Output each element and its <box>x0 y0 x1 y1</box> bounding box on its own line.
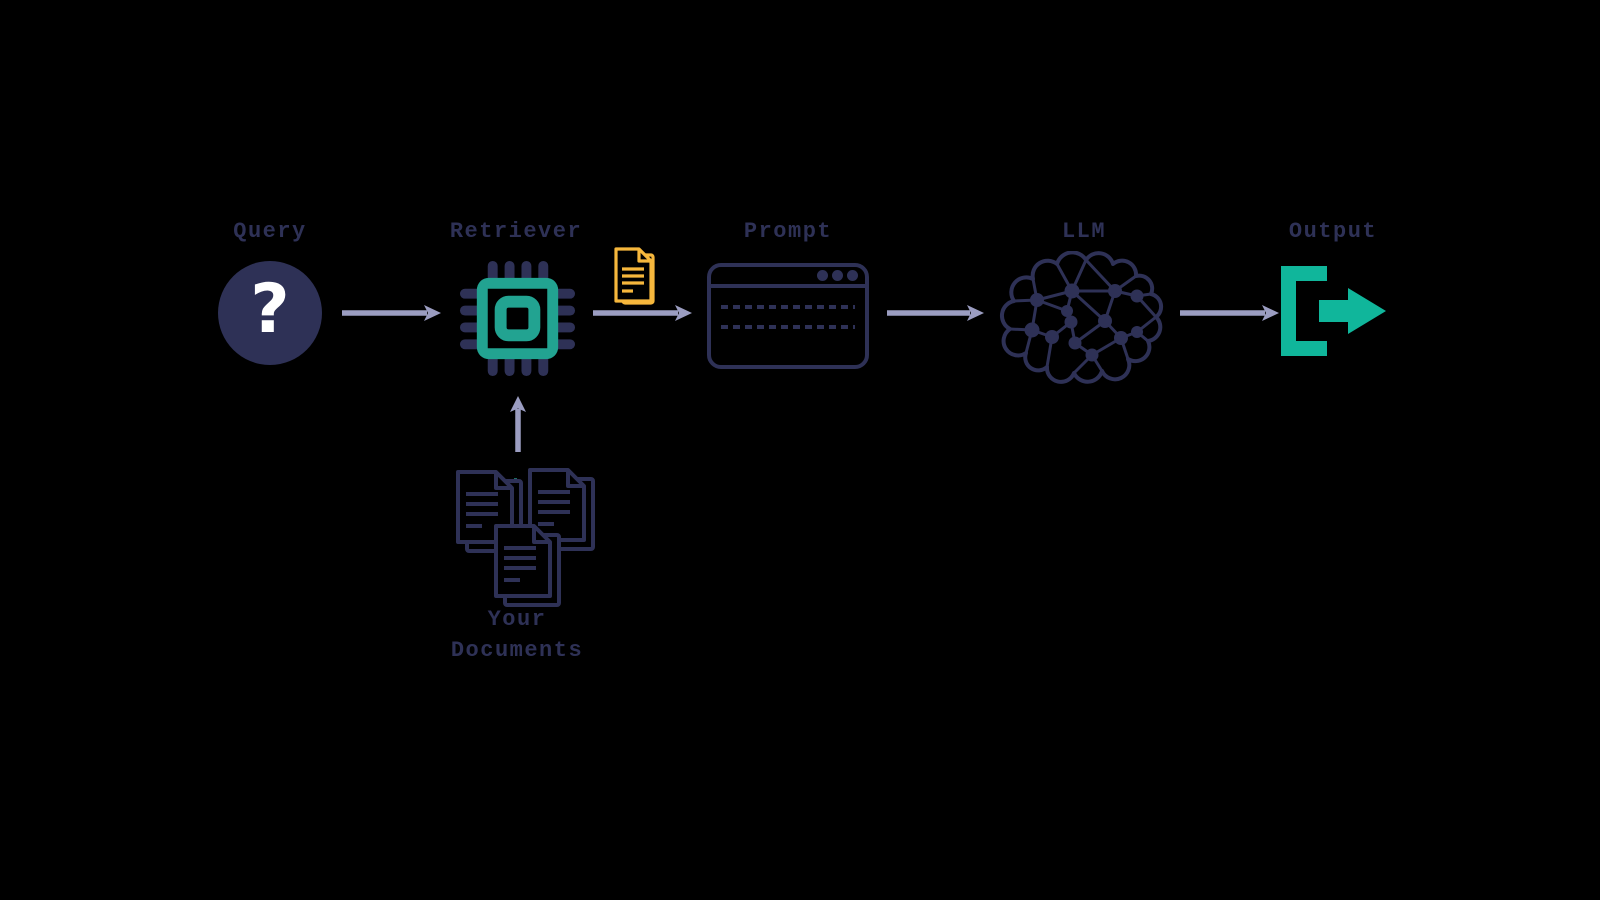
exit-arrow-icon <box>1281 266 1386 356</box>
page-fold <box>637 249 651 263</box>
output-label: Output <box>1288 219 1378 244</box>
browser-window-icon <box>707 263 869 369</box>
question-mark-glyph: ? <box>250 270 290 349</box>
question-mark-circle-icon: ? <box>218 261 322 365</box>
flow-arrow-retriever-prompt <box>593 305 692 321</box>
document-bottom <box>494 524 561 607</box>
your-documents-label: Your Documents <box>451 604 583 666</box>
your-documents-label-line1: Your <box>487 607 547 632</box>
document-stack-icon <box>456 468 595 607</box>
window-title-bar <box>711 267 865 288</box>
document-top-right <box>528 468 595 551</box>
flow-arrow-documents-retriever <box>510 396 526 452</box>
window-control-dot <box>847 270 858 281</box>
brain-network-icon <box>999 251 1164 384</box>
window-control-dot <box>817 270 828 281</box>
prompt-text-line <box>721 305 855 309</box>
window-control-dot <box>832 270 843 281</box>
chip-core <box>494 295 541 342</box>
llm-label: LLM <box>1061 219 1107 244</box>
flow-arrow-query-retriever <box>342 305 441 321</box>
neural-nodes <box>1024 283 1144 362</box>
text-lines <box>622 267 644 293</box>
exit-arrow <box>1319 288 1386 334</box>
flow-arrow-prompt-llm <box>887 305 984 321</box>
exit-door-bracket <box>1281 266 1327 356</box>
retriever-label: Retriever <box>449 219 583 244</box>
flow-arrow-llm-output <box>1180 305 1279 321</box>
prompt-label: Prompt <box>743 219 833 244</box>
document-pages-icon <box>614 247 655 305</box>
query-label: Query <box>233 219 307 244</box>
your-documents-label-line2: Documents <box>450 638 584 663</box>
prompt-text-line <box>721 325 855 329</box>
microchip-icon <box>459 260 576 377</box>
